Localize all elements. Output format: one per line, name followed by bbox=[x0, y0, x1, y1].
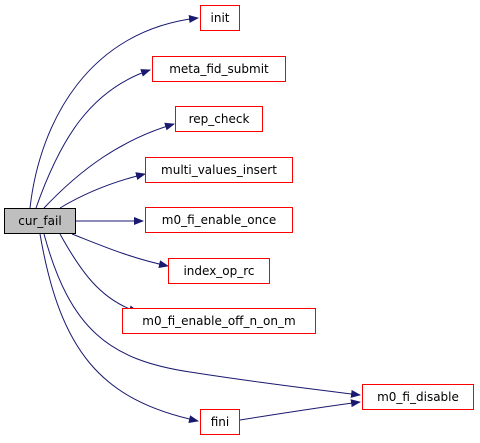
edge-cur-fail-to-index-op-rc bbox=[71, 233, 169, 269]
edge-fini-to-m0-fi-disable bbox=[239, 399, 361, 421]
edge-cur-fail-to-m0-fi-disable bbox=[43, 233, 361, 398]
node-index-op-rc[interactable]: index_op_rc bbox=[168, 258, 270, 284]
edge-cur-fail-to-rep-check bbox=[43, 122, 175, 209]
edge-cur-fail-to-multi-values-insert bbox=[59, 172, 146, 209]
edge-cur-fail-to-m0-fi-enable-off-n-on-m bbox=[59, 233, 139, 314]
node-m0-fi-disable[interactable]: m0_fi_disable bbox=[362, 384, 474, 410]
node-m0-fi-enable-once[interactable]: m0_fi_enable_once bbox=[145, 207, 293, 233]
edge-cur-fail-to-fini bbox=[39, 233, 199, 424]
edge-cur-fail-to-meta-fid-submit bbox=[35, 69, 151, 209]
node-m0-fi-enable-off-n-on-m[interactable]: m0_fi_enable_off_n_on_m bbox=[122, 308, 316, 334]
node-multi-values-insert[interactable]: multi_values_insert bbox=[145, 157, 293, 183]
node-cur-fail: cur_fail bbox=[4, 208, 76, 234]
node-init[interactable]: init bbox=[200, 5, 240, 31]
node-rep-check[interactable]: rep_check bbox=[175, 106, 263, 132]
node-fini[interactable]: fini bbox=[200, 409, 240, 435]
edge-cur-fail-to-init bbox=[29, 15, 199, 209]
node-meta-fid-submit[interactable]: meta_fid_submit bbox=[152, 56, 286, 82]
